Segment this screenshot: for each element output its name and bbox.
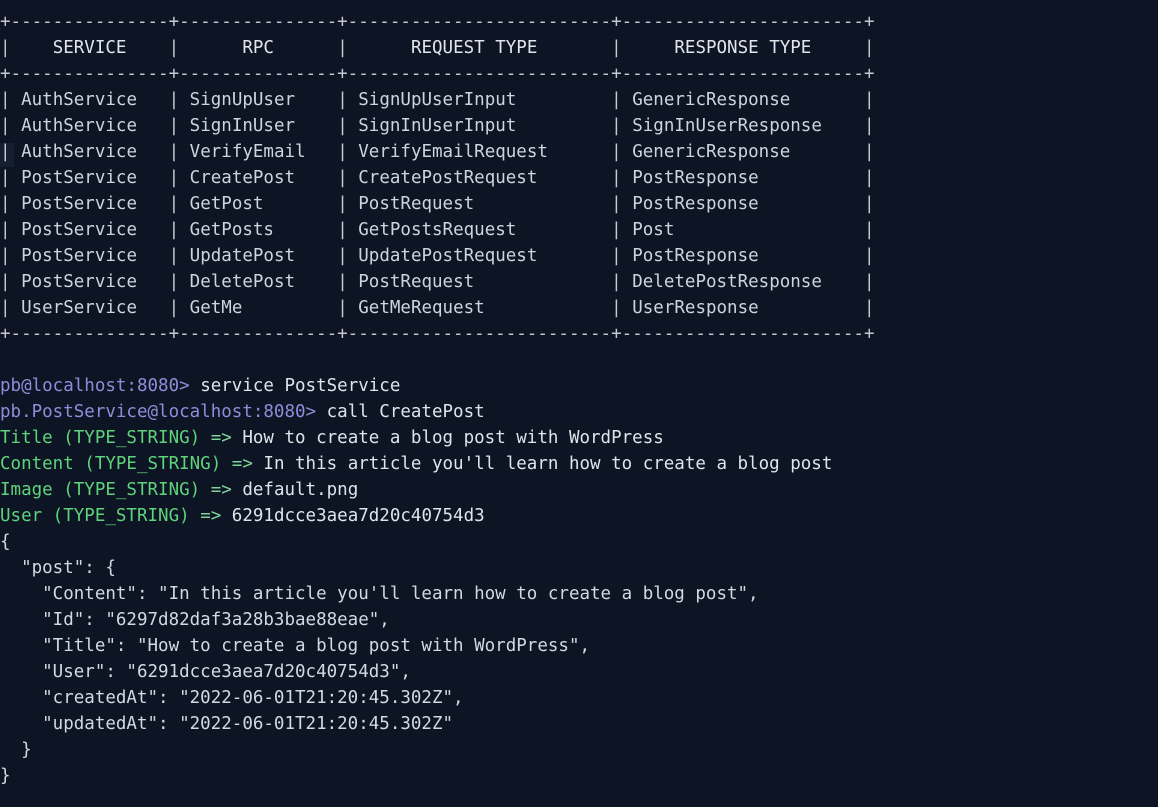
services-table-text: +---------------+---------------+-------…	[0, 12, 875, 344]
session-transcript-text: pb@localhost:8080> service PostService p…	[0, 376, 833, 786]
terminal-screen: +---------------+---------------+-------…	[0, 9, 875, 789]
spacer	[0, 347, 875, 373]
window-edge-artifact	[0, 143, 14, 167]
session-transcript: pb@localhost:8080> service PostService p…	[0, 373, 875, 789]
services-table: +---------------+---------------+-------…	[0, 9, 875, 347]
